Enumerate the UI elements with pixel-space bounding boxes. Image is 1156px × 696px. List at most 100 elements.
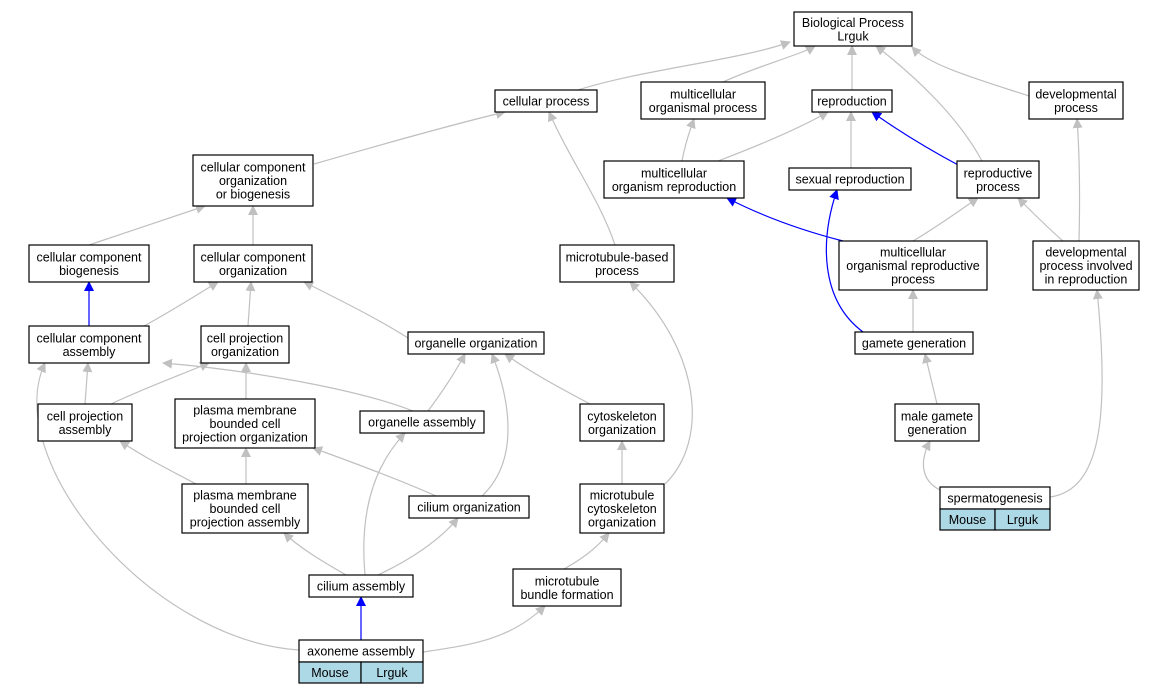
term-label: cellular process: [503, 95, 590, 109]
term-label: cellular component: [37, 331, 142, 345]
term-label: organization: [588, 516, 656, 530]
is-a-edge: [312, 446, 437, 497]
term-box: [408, 495, 530, 519]
term-label: organelle organization: [414, 337, 537, 351]
is-a-edge: [504, 353, 591, 405]
term-label: cell projection: [207, 331, 283, 345]
term-node-gg[interactable]: gamete generation: [854, 331, 974, 355]
term-box: [559, 244, 675, 283]
term-label: gamete generation: [862, 337, 966, 351]
term-box: [28, 325, 150, 364]
term-label: assembly: [59, 423, 113, 437]
term-label: organization: [588, 423, 656, 437]
term-label: bounded cell: [210, 417, 281, 431]
is-a-edge: [1072, 118, 1083, 242]
term-label: cellular component: [201, 161, 306, 175]
is-a-edge: [912, 197, 979, 242]
term-node-oo[interactable]: organelle organization: [407, 331, 545, 355]
term-label: plasma membrane: [193, 404, 297, 418]
term-label: cilium assembly: [317, 580, 406, 594]
term-node-cio[interactable]: cilium organization: [408, 495, 530, 519]
term-box: [494, 89, 598, 113]
is-a-edge: [313, 109, 506, 165]
term-node-ca[interactable]: cilium assembly: [308, 574, 414, 598]
term-box: [28, 244, 150, 283]
is-a-edge: [143, 281, 219, 327]
term-label: developmental: [1035, 87, 1116, 101]
term-label: developmental: [1045, 246, 1126, 260]
term-node-rep[interactable]: reproduction: [811, 89, 893, 113]
term-box: [956, 160, 1040, 199]
term-label: projection assembly: [190, 516, 301, 530]
is-a-edge: [577, 40, 791, 91]
term-box: [359, 410, 485, 434]
term-label: bounded cell: [210, 502, 281, 516]
is-a-edge: [36, 362, 300, 651]
term-box: [200, 325, 290, 364]
term-label: cellular component: [37, 250, 142, 264]
term-node-oa[interactable]: organelle assembly: [359, 410, 485, 434]
term-label: Biological Process: [802, 16, 904, 30]
annotation-cell: [360, 661, 424, 684]
is-a-edge: [1017, 197, 1064, 242]
annotation-species: Mouse: [949, 513, 987, 527]
term-box: [811, 89, 893, 113]
term-label: reproduction: [817, 95, 887, 109]
term-box: [793, 11, 913, 47]
term-label: male gamete: [901, 409, 973, 423]
term-box: [308, 574, 414, 598]
term-node-cp[interactable]: cellular process: [494, 89, 598, 113]
term-box: [181, 483, 309, 534]
term-label: organelle assembly: [368, 416, 476, 430]
term-label: Lrguk: [837, 29, 869, 43]
term-box: [193, 244, 313, 283]
highlighted-edge: [871, 111, 961, 167]
term-label: bundle formation: [520, 588, 613, 602]
term-box: [854, 331, 974, 355]
term-label: microtubule: [535, 574, 600, 588]
term-label: cellular component: [201, 250, 306, 264]
is-a-edge: [875, 45, 983, 162]
term-label: organismal reproductive: [846, 259, 979, 273]
is-a-edge: [563, 532, 610, 570]
term-label: microtubule-based: [566, 250, 669, 264]
term-box: [174, 398, 316, 449]
term-label: sexual reproduction: [795, 173, 904, 187]
is-a-edge: [363, 432, 406, 576]
is-a-edge: [422, 605, 546, 653]
term-label: organism reproduction: [612, 180, 736, 194]
term-box: [640, 81, 766, 120]
is-a-edge: [922, 353, 938, 405]
is-a-edge: [427, 353, 466, 412]
term-label: microtubule: [590, 489, 655, 503]
is-a-edge: [548, 111, 616, 246]
is-a-edge: [681, 118, 696, 162]
term-node-sr[interactable]: sexual reproduction: [788, 167, 912, 191]
annotation-species: Mouse: [311, 666, 349, 680]
term-label: cytoskeleton: [587, 502, 657, 516]
term-label: in reproduction: [1045, 273, 1128, 287]
